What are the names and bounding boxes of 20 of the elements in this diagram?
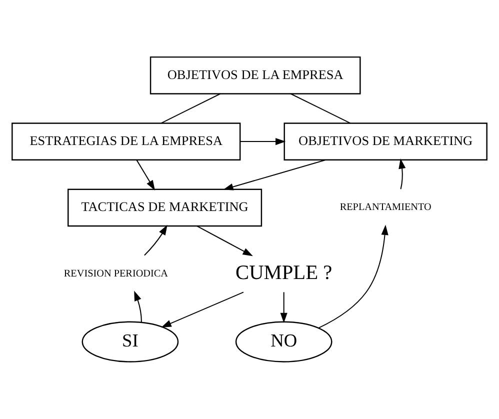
arrow: [134, 290, 142, 322]
node-ellipse: NO: [235, 321, 332, 362]
node-box: OBJETIVOS DE MARKETING: [284, 122, 488, 160]
arrow: [240, 138, 286, 146]
arrow: [223, 159, 326, 190]
arrow: [144, 224, 168, 256]
connector: [160, 93, 221, 124]
node-text: REPLANTAMIENTO: [340, 202, 432, 214]
arrow: [161, 292, 244, 328]
node-box: TACTICAS DE MARKETING: [68, 188, 262, 227]
arrow: [280, 292, 288, 324]
connector: [290, 93, 351, 124]
node-text: CUMPLE ?: [236, 262, 332, 284]
arrow: [136, 160, 156, 190]
arrow: [196, 226, 253, 256]
arrow: [398, 158, 406, 190]
node-text: REVISION PERIODICA: [64, 268, 168, 280]
node-box: OBJETIVOS DE LA EMPRESA: [150, 56, 361, 94]
arrow: [318, 224, 388, 328]
node-box: ESTRATEGIAS DE LA EMPRESA: [12, 122, 241, 160]
